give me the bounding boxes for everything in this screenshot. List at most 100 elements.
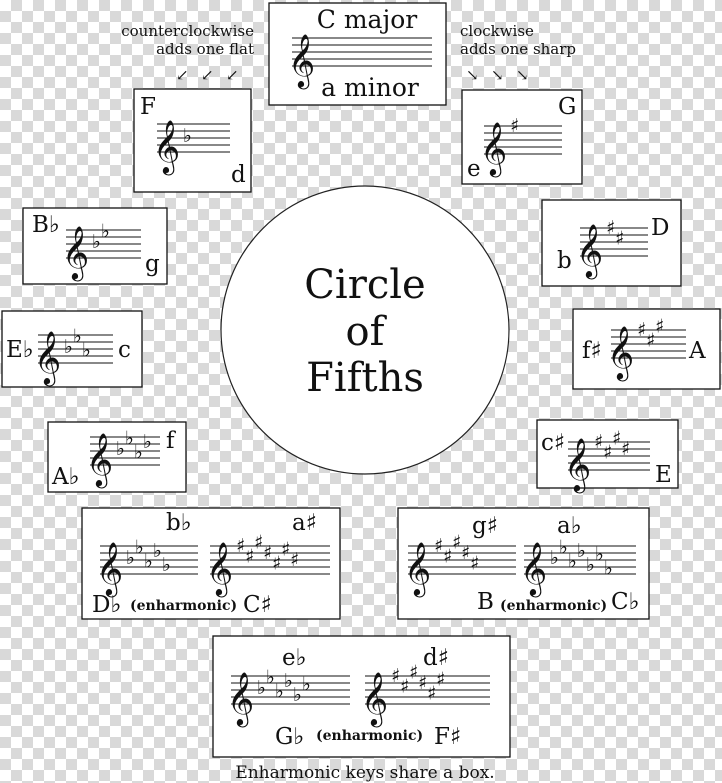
flat-icon: ♭: [586, 554, 595, 576]
key-label-minor: d: [231, 162, 246, 188]
sharp-icon: ♯: [263, 542, 272, 564]
treble-clef-icon: 𝄞: [404, 541, 431, 597]
flat-icon: ♭: [101, 221, 110, 243]
key-label-major: D♭: [92, 592, 121, 618]
flat-icon: ♭: [568, 551, 577, 573]
staff: 𝄞♭♭♭♭♭♭: [227, 667, 350, 727]
ccw-note-line2: adds one flat: [156, 40, 254, 58]
key-label-minor: c: [118, 337, 131, 363]
sharp-icon: ♯: [470, 553, 479, 575]
key-label-major: C♯: [243, 592, 272, 618]
enharmonic-label: (enharmonic): [130, 598, 237, 614]
sharp-icon: ♯: [461, 542, 470, 564]
key-label-major: D: [651, 215, 669, 241]
treble-clef-icon: 𝄞: [607, 325, 634, 381]
key-box-c-major: [268, 2, 447, 106]
cw-arrows: ↘ ↘ ↘: [466, 66, 529, 84]
sharp-icon: ♯: [434, 535, 443, 557]
sharp-icon: ♯: [646, 330, 655, 352]
staff: 𝄞♭♭♭: [34, 326, 113, 386]
flat-icon: ♭: [82, 340, 91, 362]
key-label-major: B: [477, 589, 494, 615]
treble-clef-icon: 𝄞: [206, 541, 233, 597]
treble-clef-icon: 𝄞: [86, 432, 113, 488]
treble-clef-icon: 𝄞: [288, 33, 315, 89]
treble-clef-icon: 𝄞: [564, 437, 591, 493]
flat-icon: ♭: [550, 547, 559, 569]
staff: 𝄞: [288, 33, 432, 89]
cw-note-line2: adds one sharp: [460, 40, 576, 58]
flat-icon: ♭: [134, 442, 143, 464]
sharp-icon: ♯: [510, 115, 519, 137]
sharp-icon: ♯: [621, 438, 630, 460]
title-line1: Circle: [304, 262, 425, 308]
ccw-arrow-icon: ↙: [201, 66, 214, 84]
flat-icon: ♭: [153, 540, 162, 562]
key-label-minor: e: [467, 156, 481, 182]
key-box-e-major: [536, 419, 679, 489]
key-label-minor: f♯: [582, 338, 602, 364]
sharp-icon: ♯: [615, 228, 624, 250]
ccw-arrows: ↙ ↙ ↙: [176, 66, 239, 84]
sharp-icon: ♯: [418, 672, 427, 694]
treble-clef-icon: 𝄞: [62, 225, 89, 281]
treble-clef-icon: 𝄞: [227, 671, 254, 727]
key-label-major: A: [688, 338, 706, 364]
flat-icon: ♭: [604, 558, 613, 580]
key-box-ab-major: [47, 421, 187, 493]
flat-icon: ♭: [302, 674, 311, 696]
staff: 𝄞♯♯♯♯♯: [404, 532, 516, 597]
treble-clef-icon: 𝄞: [480, 121, 507, 177]
key-label-major: F♯: [434, 724, 461, 750]
key-label-minor: f: [166, 428, 176, 454]
sharp-icon: ♯: [391, 665, 400, 687]
key-label-major: F: [140, 94, 156, 120]
key-label-minor: d♯: [423, 645, 449, 671]
flat-icon: ♭: [284, 670, 293, 692]
flat-icon: ♭: [577, 540, 586, 562]
sharp-icon: ♯: [245, 546, 254, 568]
flat-icon: ♭: [116, 438, 125, 460]
flat-icon: ♭: [257, 677, 266, 699]
flat-icon: ♭: [143, 431, 152, 453]
key-box-bb-major: [22, 207, 168, 285]
sharp-icon: ♯: [594, 431, 603, 453]
staff: 𝄞♯♯: [576, 217, 648, 279]
sharp-icon: ♯: [606, 217, 615, 239]
treble-clef-icon: 𝄞: [576, 223, 603, 279]
key-label-major: E♭: [6, 337, 34, 363]
sharp-icon: ♯: [655, 316, 664, 338]
key-signature-staves: 𝄞𝄞♯𝄞♯♯𝄞♯♯♯𝄞♯♯♯♯𝄞♯♯♯♯♯𝄞♭♭♭♭♭♭♭𝄞♭♭♭♭♭♭𝄞♯♯♯…: [34, 33, 686, 727]
flat-icon: ♭: [135, 537, 144, 559]
key-label-major: E: [655, 462, 672, 488]
staff: 𝄞♯♯♯♯♯♯: [361, 662, 490, 727]
flat-icon: ♭: [64, 336, 73, 358]
flat-icon: ♭: [126, 547, 135, 569]
sharp-icon: ♯: [400, 676, 409, 698]
ccw-note-line1: counterclockwise: [121, 22, 254, 40]
treble-clef-icon: 𝄞: [34, 330, 61, 386]
key-box-db-major: [81, 507, 341, 620]
sharp-icon: ♯: [436, 669, 445, 691]
key-label-minor: g♯: [472, 513, 498, 539]
key-label-major: C♭: [611, 589, 639, 615]
flat-icon: ♭: [266, 667, 275, 689]
cw-arrow-icon: ↘: [516, 66, 529, 84]
key-label-major: B♭: [32, 212, 60, 238]
treble-clef-icon: 𝄞: [153, 119, 180, 175]
enharmonic-label: (enharmonic): [500, 598, 607, 614]
flat-icon: ♭: [144, 551, 153, 573]
key-label-minor: a♭: [557, 513, 582, 539]
key-label-minor: a minor: [321, 73, 419, 102]
sharp-icon: ♯: [254, 532, 263, 554]
center-circle: [220, 185, 510, 475]
key-box-f-major: [133, 88, 252, 193]
flat-icon: ♭: [183, 125, 192, 147]
staff: 𝄞♯♯♯: [607, 316, 686, 381]
key-label-minor: b: [557, 248, 572, 274]
key-label-minor: e♭: [282, 645, 306, 671]
key-label-minor: b♭: [166, 510, 192, 536]
sharp-icon: ♯: [603, 442, 612, 464]
staff: 𝄞♭♭: [62, 221, 141, 281]
